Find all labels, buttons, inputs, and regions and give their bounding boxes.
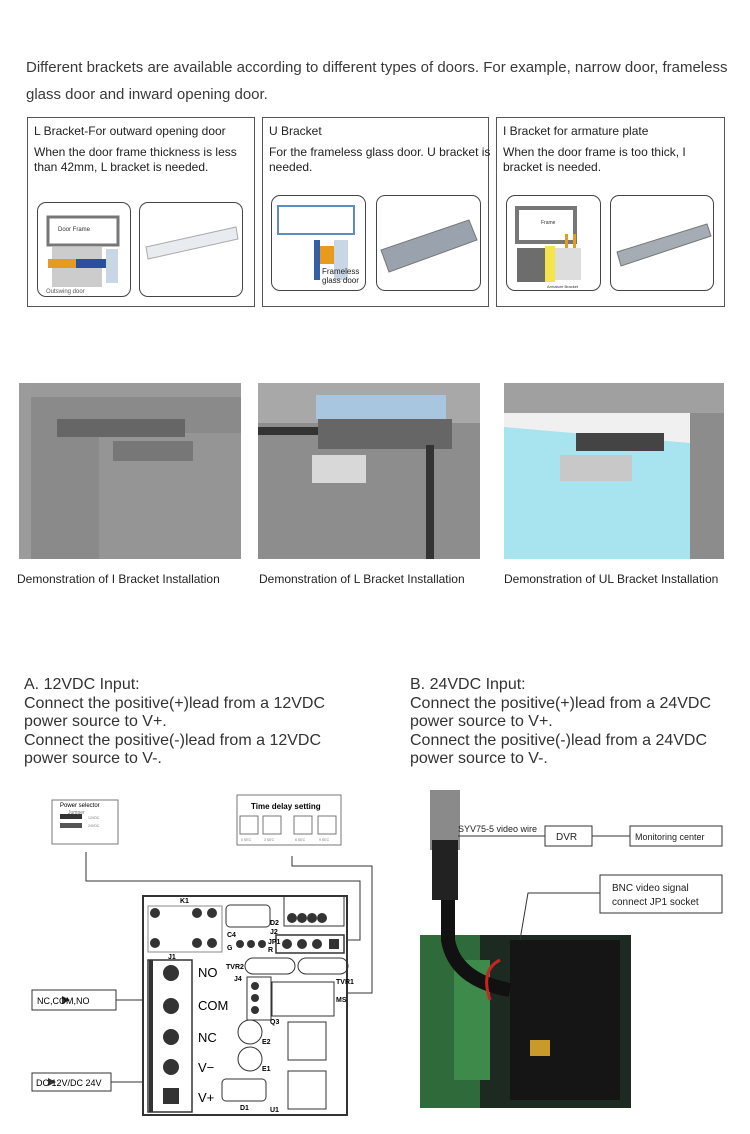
svg-text:SYV75-5 video wire: SYV75-5 video wire [458, 824, 537, 834]
svg-text:Frame: Frame [541, 220, 556, 226]
section-line: Connect the positive(-)lead from a 24VDC… [410, 731, 708, 768]
svg-text:glass door: glass door [322, 276, 359, 285]
svg-text:U1: U1 [270, 1107, 279, 1114]
svg-text:JP1: JP1 [268, 939, 281, 946]
svg-text:MS: MS [336, 997, 347, 1004]
intro-text: Different brackets are available accordi… [26, 59, 728, 103]
card-title: U Bracket [269, 124, 322, 138]
pcb-wiring-diagram: Power selector Jumper 12VDC 24VDC Time d… [31, 794, 373, 1116]
svg-text:J2: J2 [270, 929, 278, 936]
svg-text:E1: E1 [262, 1066, 271, 1073]
svg-text:C4: C4 [227, 932, 236, 939]
i-bracket-photo [610, 195, 714, 291]
section-12vdc: A. 12VDC Input: Connect the positive(+)l… [24, 676, 354, 769]
section-line: Connect the positive(+)lead from a 24VDC… [410, 694, 712, 731]
ul-bracket-demo-photo [504, 383, 724, 559]
card-desc: For the frameless glass door. U bracket … [269, 145, 491, 174]
svg-text:COM: COM [198, 998, 228, 1013]
svg-text:D1: D1 [240, 1105, 249, 1112]
card-title: I Bracket for armature plate [503, 124, 649, 138]
svg-text:G: G [227, 945, 233, 952]
svg-text:K1: K1 [180, 898, 189, 905]
svg-text:Outswing door: Outswing door [46, 289, 85, 295]
svg-text:NO: NO [198, 965, 218, 980]
svg-text:Q3: Q3 [270, 1019, 279, 1026]
svg-text:Door Frame: Door Frame [58, 227, 91, 233]
svg-text:Time delay setting: Time delay setting [251, 802, 321, 811]
svg-text:Power selector: Power selector [60, 803, 100, 809]
section-line: Connect the positive(+)lead from a 12VDC… [24, 694, 326, 731]
demo-caption: Demonstration of I Bracket Installation [17, 572, 220, 586]
svg-text:BNC video signal: BNC video signal [612, 883, 689, 894]
svg-text:R: R [268, 947, 273, 954]
u-bracket-diagram: Frameless glass door [271, 195, 366, 291]
svg-text:3 SEC: 3 SEC [264, 838, 275, 842]
video-wiring-diagram: SYV75-5 video wire DVR Monitoring center… [420, 790, 723, 1108]
section-title: B. 24VDC Input: [410, 676, 526, 693]
svg-text:Jumper: Jumper [68, 810, 85, 816]
svg-text:Monitoring center: Monitoring center [635, 832, 705, 842]
svg-text:0 SEC: 0 SEC [241, 838, 252, 842]
svg-text:24VDC: 24VDC [88, 824, 100, 828]
demo-caption: Demonstration of L Bracket Installation [259, 572, 465, 586]
i-bracket-demo-photo [19, 383, 241, 559]
l-bracket-demo-photo [258, 383, 480, 559]
svg-text:J4: J4 [234, 976, 242, 983]
l-bracket-diagram: Door Frame Outswing door [37, 202, 131, 297]
i-bracket-diagram: Frame Armature Bracket [506, 195, 601, 291]
svg-text:V+: V+ [198, 1090, 214, 1105]
svg-text:D2: D2 [270, 920, 279, 927]
svg-text:NC,COM,NO: NC,COM,NO [37, 996, 90, 1006]
u-bracket-photo [376, 195, 481, 291]
l-bracket-photo [139, 202, 243, 297]
section-title: A. 12VDC Input: [24, 676, 140, 693]
section-line: Connect the positive(-)lead from a 12VDC… [24, 731, 322, 768]
card-desc: When the door frame is too thick, I brac… [503, 145, 686, 174]
card-title: L Bracket-For outward opening door [34, 124, 226, 138]
svg-text:Armature Bracket: Armature Bracket [547, 284, 579, 289]
svg-text:12VDC: 12VDC [88, 816, 100, 820]
svg-text:TVR1: TVR1 [336, 979, 354, 986]
svg-text:NC: NC [198, 1030, 217, 1045]
svg-text:6 SEC: 6 SEC [295, 838, 306, 842]
demo-caption: Demonstration of UL Bracket Installation [504, 572, 719, 586]
svg-text:TVR2: TVR2 [226, 964, 244, 971]
svg-text:J1: J1 [168, 954, 176, 961]
svg-text:9 SEC: 9 SEC [319, 838, 330, 842]
section-24vdc: B. 24VDC Input: Connect the positive(+)l… [410, 676, 730, 769]
svg-text:E2: E2 [262, 1039, 271, 1046]
svg-text:DC 12V/DC 24V: DC 12V/DC 24V [36, 1078, 102, 1088]
card-desc: When the door frame thickness is less th… [34, 145, 237, 174]
svg-text:V−: V− [198, 1060, 214, 1075]
svg-text:connect JP1 socket: connect JP1 socket [612, 897, 699, 908]
svg-text:Frameless: Frameless [322, 267, 359, 276]
svg-text:DVR: DVR [556, 832, 577, 843]
